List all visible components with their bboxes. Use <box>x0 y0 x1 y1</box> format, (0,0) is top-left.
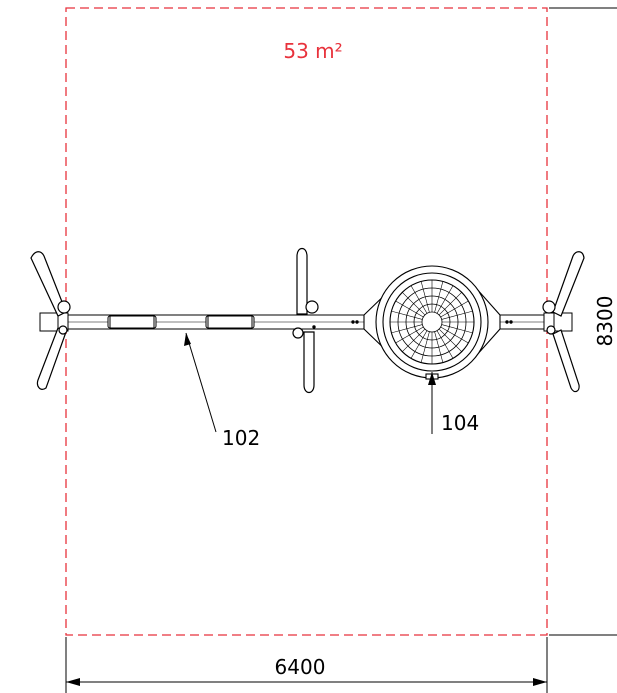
bowl-spoke <box>402 328 426 352</box>
bowl-spoke <box>440 326 469 344</box>
right-handles <box>542 251 585 393</box>
safety-zone-boundary <box>65 7 548 636</box>
height-dimension-label: 8300 <box>593 296 617 347</box>
callout-104-label: 104 <box>441 411 479 435</box>
callout-102-leader <box>184 332 217 433</box>
bowl-spoke <box>436 285 454 314</box>
bowl-spoke <box>391 310 423 320</box>
bowl-spoke <box>395 300 424 318</box>
middle-handles <box>292 247 319 394</box>
bowl-spoke <box>410 285 428 314</box>
bowl-spoke <box>395 326 424 344</box>
area-label: 53 m² <box>283 39 342 63</box>
bowl-spoke <box>441 324 473 334</box>
bowl-spoke <box>438 328 462 352</box>
bowl-spoke <box>441 310 473 320</box>
callout-104-leader <box>428 372 436 434</box>
bowl-spoke <box>420 281 430 313</box>
central-bowl <box>363 265 501 380</box>
bowl-spoke <box>434 281 444 313</box>
bowl-spoke <box>410 330 428 359</box>
left-handles <box>30 251 71 390</box>
bowl-spoke <box>391 324 423 334</box>
bowl-spoke <box>420 331 430 363</box>
callout-102-label: 102 <box>222 426 260 450</box>
bowl-spoke <box>434 331 444 363</box>
bowl-spoke <box>436 330 454 359</box>
width-dimension-label: 6400 <box>275 655 326 679</box>
bowl-spoke <box>438 292 462 316</box>
width-dimension <box>65 637 548 693</box>
bowl-spoke <box>440 300 469 318</box>
bowl-spoke <box>402 292 426 316</box>
